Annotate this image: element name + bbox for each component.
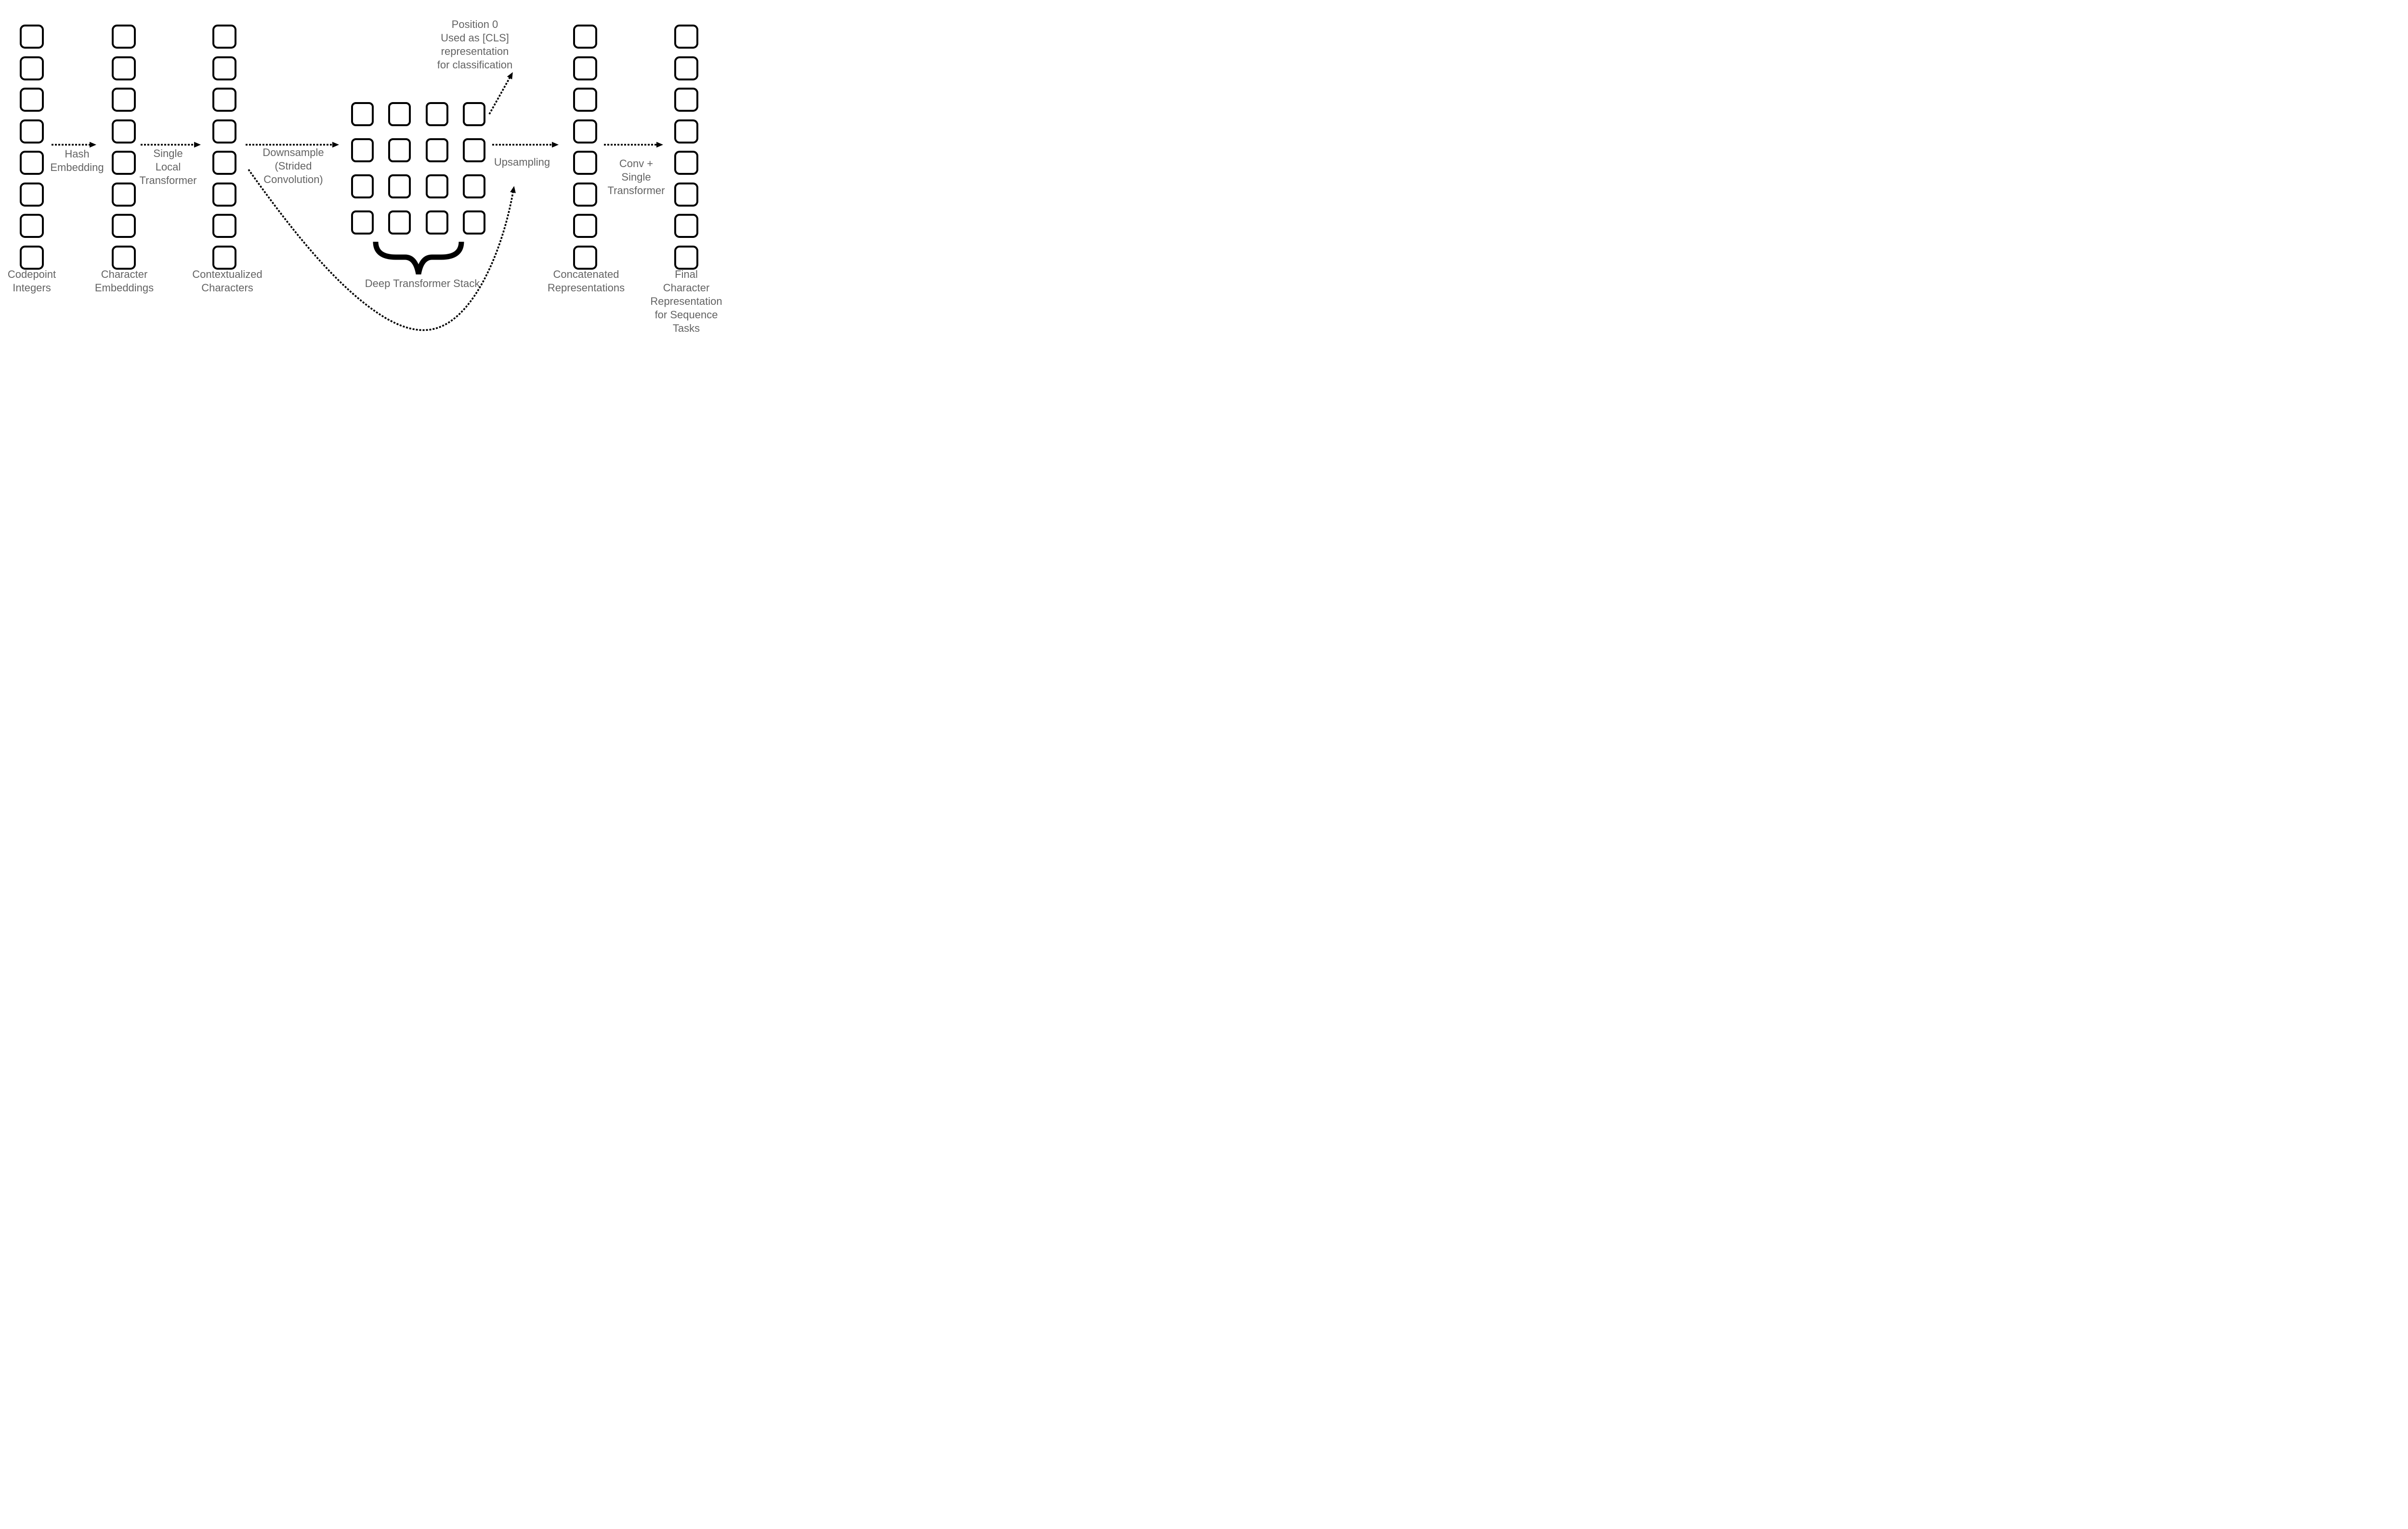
token-cell: [20, 151, 44, 175]
token-cell: [674, 119, 698, 144]
token-cell: [112, 56, 136, 80]
token-cell: [674, 88, 698, 112]
token-cell: [573, 214, 597, 238]
token-cell: [674, 245, 698, 270]
token-cell: [674, 56, 698, 80]
token-cell: [212, 56, 236, 80]
token-cell: [212, 151, 236, 175]
token-cell: [212, 245, 236, 270]
grid-cell: [425, 210, 448, 235]
grid-cell: [351, 138, 374, 162]
deep-transformer-stack-label: Deep Transformer Stack: [365, 277, 480, 289]
column-final-representation: [674, 25, 698, 270]
token-cell: [212, 119, 236, 144]
grid-cell: [351, 102, 374, 126]
token-cell: [20, 182, 44, 207]
token-cell: [112, 25, 136, 49]
grid-cell: [388, 102, 411, 126]
token-cell: [674, 182, 698, 207]
token-cell: [573, 151, 597, 175]
column-concatenated-representations: [573, 25, 597, 270]
grid-cell: [388, 210, 411, 235]
token-cell: [20, 56, 44, 80]
grid-cell: [463, 174, 486, 198]
token-cell: [573, 119, 597, 144]
column-contextualized-characters: [212, 25, 236, 270]
hash-embedding-label: Hash Embedding: [50, 148, 104, 173]
token-cell: [573, 56, 597, 80]
grid-cell: [388, 174, 411, 198]
token-cell: [573, 25, 597, 49]
grid-cell: [425, 174, 448, 198]
grid-cell: [463, 210, 486, 235]
token-cell: [112, 119, 136, 144]
token-cell: [20, 25, 44, 49]
token-cell: [112, 182, 136, 207]
underbrace: [373, 241, 464, 275]
upsampling-label: Upsampling: [494, 156, 550, 168]
token-cell: [573, 245, 597, 270]
character-embeddings-label: Character Embeddings: [94, 268, 154, 294]
deep-transformer-grid: [351, 102, 486, 235]
grid-cell: [463, 138, 486, 162]
token-cell: [112, 151, 136, 175]
grid-cell: [463, 102, 486, 126]
grid-cell: [388, 138, 411, 162]
concatenated-representations-label: Concatenated Representations: [547, 268, 625, 294]
token-cell: [112, 245, 136, 270]
local-transformer-label: Single Local Transformer: [139, 147, 197, 186]
token-cell: [20, 245, 44, 270]
token-cell: [212, 88, 236, 112]
architecture-diagram: Hash Embedding Single Local Transformer …: [0, 0, 742, 342]
contextualized-characters-label: Contextualized Characters: [192, 268, 262, 294]
token-cell: [112, 214, 136, 238]
token-cell: [212, 182, 236, 207]
token-cell: [112, 88, 136, 112]
column-codepoint-integers: [20, 25, 44, 270]
grid-cell: [425, 102, 448, 126]
token-cell: [674, 151, 698, 175]
codepoint-integers-label: Codepoint Integers: [7, 268, 56, 294]
grid-cell: [351, 210, 374, 235]
final-representation-label: Final Character Representation for Seque…: [650, 268, 722, 334]
token-cell: [212, 25, 236, 49]
token-cell: [20, 119, 44, 144]
token-cell: [674, 25, 698, 49]
token-cell: [212, 214, 236, 238]
token-cell: [573, 182, 597, 207]
token-cell: [573, 88, 597, 112]
column-character-embeddings: [112, 25, 136, 270]
token-cell: [674, 214, 698, 238]
cls-position-note: Position 0 Used as [CLS] representation …: [437, 18, 513, 71]
token-cell: [20, 214, 44, 238]
downsample-label: Downsample (Strided Convolution): [262, 146, 324, 185]
conv-transformer-label: Conv + Single Transformer: [607, 157, 665, 196]
grid-cell: [351, 174, 374, 198]
token-cell: [20, 88, 44, 112]
cls-position-arrow: [488, 72, 513, 115]
grid-cell: [425, 138, 448, 162]
